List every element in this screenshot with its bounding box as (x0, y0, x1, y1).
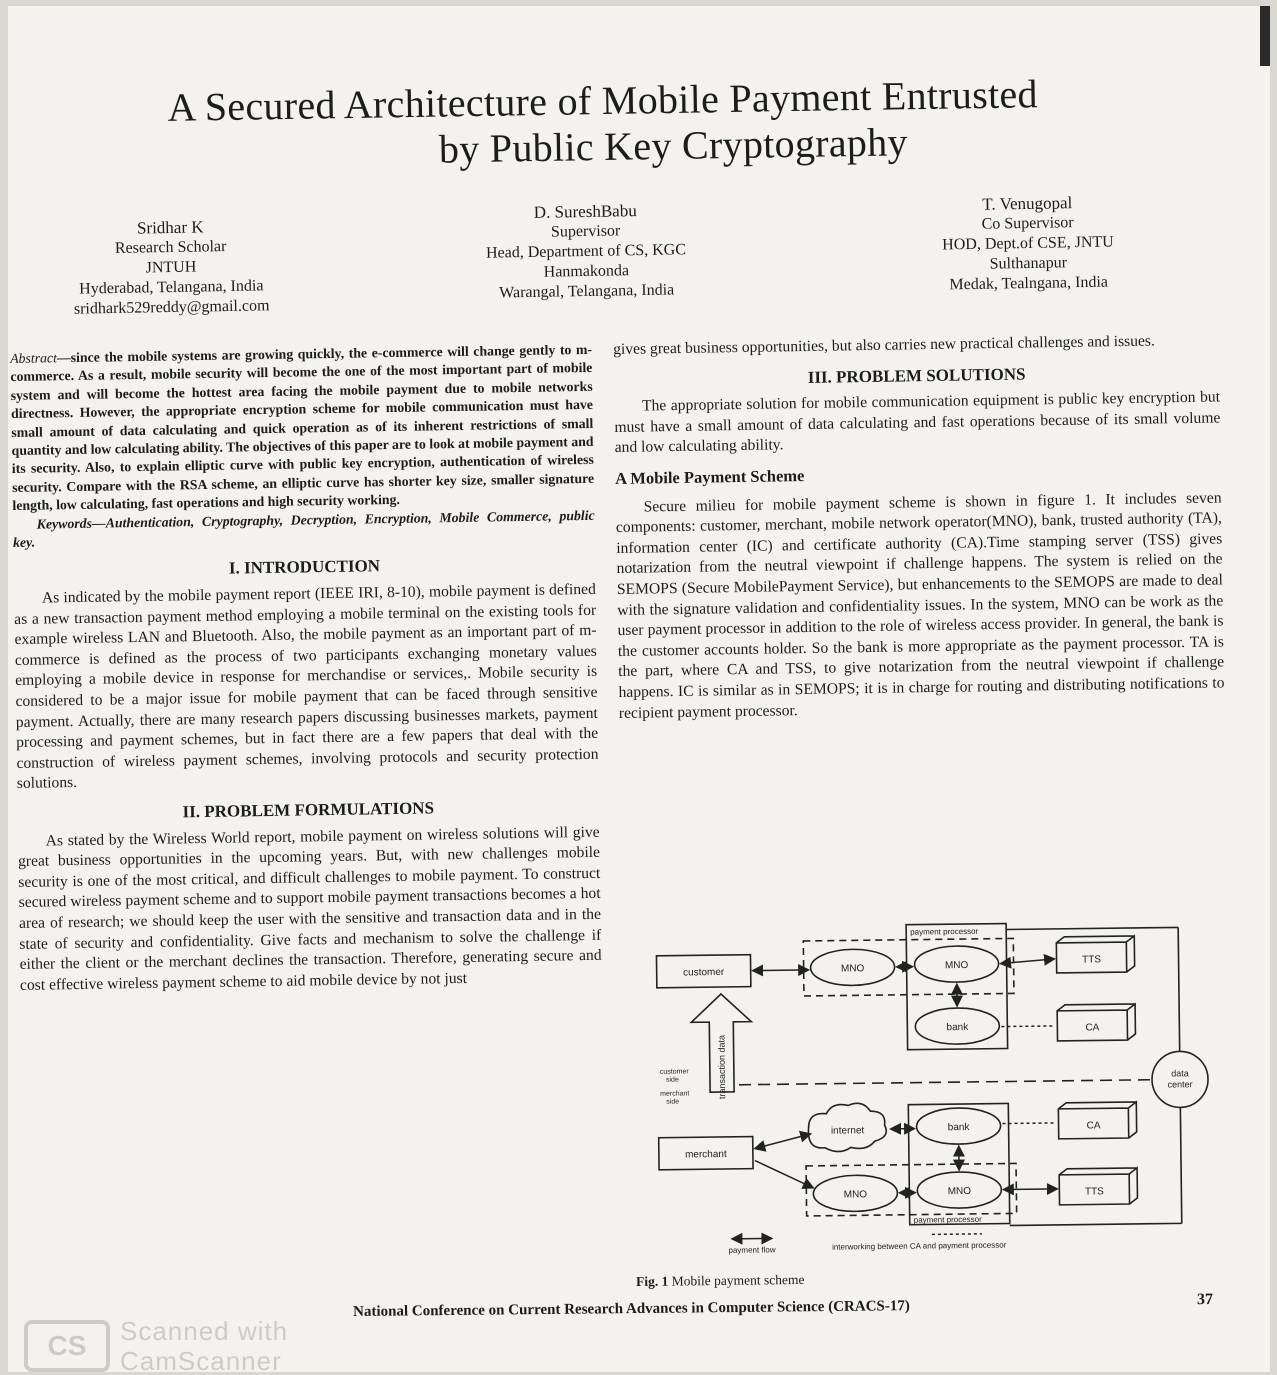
problem-solutions-text: The appropriate solution for mobile comm… (614, 388, 1221, 457)
side-divider (720, 1078, 1161, 1086)
upper-payment-processor-label: payment processor (910, 927, 978, 937)
subsection-heading-mobile-payment-scheme: A Mobile Payment Scheme (615, 465, 805, 488)
conference-name: National Conference on Current Research … (353, 1298, 910, 1320)
author-block: Sridhar K Research Scholar JNTUH Hyderab… (8, 193, 1270, 326)
merchant-side-label-2: side (666, 1099, 679, 1106)
author-location: Warangal, Telangana, India (499, 281, 675, 302)
lower-payment-processor-box (907, 1102, 1011, 1226)
abstract: Abstract—since the mobile systems are gr… (10, 341, 595, 516)
customer-side-label-2: side (666, 1077, 679, 1084)
page-footer: National Conference on Current Research … (353, 1291, 1213, 1321)
lower-payment-processor-label: payment processor (914, 1215, 982, 1225)
paper-title: A Secured Architecture of Mobile Payment… (8, 69, 1199, 180)
figure-caption-label: Fig. 1 (636, 1273, 669, 1289)
data-center-label-1: data (1171, 1068, 1189, 1078)
lower-bank-oval (915, 1107, 1002, 1145)
section-heading-problem-solutions: III. PROBLEM SOLUTIONS (807, 364, 1026, 387)
page-number: 37 (1196, 1290, 1214, 1309)
customer-side-label-1: customer (660, 1068, 690, 1075)
abstract-label: Abstract (10, 350, 58, 366)
data-center-label-2: center (1168, 1079, 1193, 1089)
upper-tts-label: TTS (1082, 954, 1101, 965)
lower-tts-box (1058, 1166, 1139, 1206)
lower-ca-box (1057, 1100, 1138, 1140)
figure-caption: Fig. 1 Mobile payment scheme (636, 1272, 805, 1290)
internet-label: internet (831, 1125, 865, 1136)
author-3: T. Venugopal Co Supervisor HOD, Dept.of … (887, 192, 1169, 297)
mobile-payment-scheme-text: Secure milieu for mobile payment scheme … (615, 489, 1225, 722)
lower-ca-label: CA (1087, 1120, 1101, 1131)
figure-mobile-payment-scheme: payment processor payment processor cust… (638, 911, 1212, 1258)
legend-payment-flow: payment flow (728, 1245, 775, 1255)
author-email: sridhark529reddy@gmail.com (73, 297, 270, 318)
right-column: gives great business opportunities, but … (613, 330, 1225, 724)
figure-caption-text: Mobile payment scheme (671, 1271, 805, 1289)
problem-formulations-text: As stated by the Wireless World report, … (17, 823, 602, 994)
merchant-side-label-1: merchant (660, 1090, 689, 1097)
lower-mno-label-1: MNO (844, 1189, 868, 1200)
author-2: D. SureshBabu Supervisor Head, Departmen… (435, 199, 737, 304)
camscanner-logo: CS (24, 1320, 110, 1372)
upper-payment-processor-box (905, 922, 1009, 1051)
internet-cloud (807, 1102, 888, 1153)
left-column: Abstract—since the mobile systems are gr… (10, 341, 602, 996)
introduction-text: As indicated by the mobile payment repor… (14, 580, 599, 793)
upper-mno-oval-2 (913, 945, 1000, 983)
transaction-data-arrow (689, 992, 754, 1093)
lower-mno-label-2: MNO (948, 1186, 972, 1197)
scan-edge (1260, 6, 1270, 66)
upper-bank-label: bank (946, 1022, 969, 1033)
continued-text: gives great business opportunities, but … (613, 332, 1155, 358)
author-1: Sridhar K Research Scholar JNTUH Hyderab… (25, 215, 317, 320)
watermark-line-2: CamScanner (120, 1346, 282, 1372)
section-heading-introduction: I. INTRODUCTION (228, 556, 381, 579)
customer-label: customer (683, 967, 725, 979)
upper-ca-label: CA (1085, 1022, 1099, 1033)
section-heading-problem-formulations: II. PROBLEM FORMULATIONS (182, 798, 435, 822)
lower-mno-oval-2 (916, 1171, 1003, 1209)
lower-mno-oval-1 (812, 1174, 899, 1213)
data-center-circle (1151, 1050, 1209, 1109)
transaction-data-label: transaction data (716, 1035, 727, 1099)
watermark-line-1: Scanned with (120, 1316, 289, 1346)
merchant-label: merchant (685, 1149, 727, 1161)
author-location: Medak, Tealngana, India (949, 273, 1109, 294)
upper-mno-label-2: MNO (945, 960, 969, 971)
abstract-text: —since the mobile systems are growing qu… (10, 341, 595, 514)
upper-tts-box (1055, 934, 1136, 974)
upper-ca-box (1056, 1002, 1137, 1042)
legend-interworking: interworking between CA and payment proc… (832, 1241, 1007, 1252)
camscanner-watermark: CS Scanned with CamScanner (18, 1314, 358, 1372)
lower-bank-label: bank (948, 1122, 971, 1133)
merchant-box (657, 1135, 754, 1171)
upper-bank-oval (914, 1007, 1001, 1045)
customer-box (655, 953, 752, 989)
scheme-diagram: payment processor payment processor cust… (655, 922, 1209, 1255)
upper-mno-oval-1 (809, 948, 896, 987)
lower-tts-label: TTS (1085, 1186, 1104, 1197)
upper-mno-label-1: MNO (841, 963, 865, 974)
paper-page: A Secured Architecture of Mobile Payment… (8, 6, 1270, 1372)
